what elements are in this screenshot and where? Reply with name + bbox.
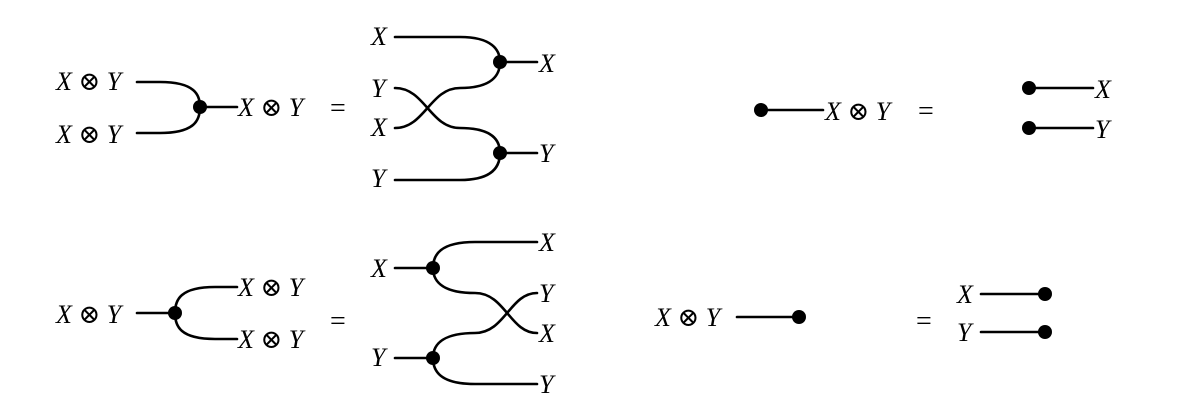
comult-lhs-node xyxy=(168,306,182,320)
mult-rhs-node-x xyxy=(493,55,507,69)
comult-rhs-output-y2: Y xyxy=(539,370,556,399)
comult-lhs-output-top: X ⊗ Y xyxy=(237,273,306,302)
comult-rhs-output-x1: X xyxy=(538,228,556,257)
diagram-unit: X ⊗ Y = X Y xyxy=(754,75,1112,144)
comult-rhs-node-x xyxy=(426,261,440,275)
comult-rhs-node-y xyxy=(426,351,440,365)
comult-rhs-wire-x-straight xyxy=(431,240,539,270)
comult-lhs-output-bottom: X ⊗ Y xyxy=(237,325,306,354)
unit-rhs: X Y xyxy=(1022,75,1112,144)
counit-equals: = xyxy=(916,306,932,337)
mult-lhs-output: X ⊗ Y xyxy=(237,93,306,122)
unit-lhs: X ⊗ Y xyxy=(754,97,893,126)
comult-lhs-wire-top xyxy=(173,285,239,315)
counit-rhs-node-x xyxy=(1038,287,1052,301)
unit-rhs-output-x: X xyxy=(1094,75,1112,104)
mult-rhs-input-x1: X xyxy=(370,22,388,51)
mult-lhs-input-top: X ⊗ Y xyxy=(55,67,124,96)
counit-lhs: X ⊗ Y xyxy=(654,303,806,332)
mult-lhs: X ⊗ Y X ⊗ Y X ⊗ Y xyxy=(55,67,306,149)
comult-rhs-input-y: Y xyxy=(371,343,388,372)
mult-rhs-input-y2: Y xyxy=(371,164,388,193)
diagram-comultiplication: X ⊗ Y X ⊗ Y X ⊗ Y = X Y X Y X Y xyxy=(55,228,556,399)
diagram-multiplication: X ⊗ Y X ⊗ Y X ⊗ Y = X Y X Y X Y xyxy=(55,22,556,193)
comult-rhs-input-x: X xyxy=(370,254,388,283)
mult-rhs-wire-x-cross xyxy=(393,60,502,130)
comult-equals: = xyxy=(330,306,346,337)
comult-rhs-wire-x-cross xyxy=(431,266,539,335)
counit-lhs-node xyxy=(792,310,806,324)
mult-rhs-output-y: Y xyxy=(539,139,556,168)
comult-rhs-wire-y-cross xyxy=(431,291,539,360)
mult-lhs-wire-bottom xyxy=(135,105,202,135)
counit-rhs-input-y: Y xyxy=(957,318,974,347)
counit-lhs-input: X ⊗ Y xyxy=(654,303,723,332)
comult-lhs: X ⊗ Y X ⊗ Y X ⊗ Y xyxy=(55,273,306,354)
counit-rhs: X Y xyxy=(956,280,1052,347)
comult-lhs-wire-bottom xyxy=(173,311,239,341)
mult-rhs: X Y X Y X Y xyxy=(370,22,556,193)
mult-rhs-input-x2: X xyxy=(370,113,388,142)
comult-rhs-wire-y-straight xyxy=(431,356,539,386)
comult-rhs-output-y1: Y xyxy=(539,279,556,308)
mult-rhs-node-y xyxy=(493,146,507,160)
mult-rhs-wire-x-straight xyxy=(393,35,502,64)
unit-rhs-output-y: Y xyxy=(1095,115,1112,144)
counit-rhs-node-y xyxy=(1038,325,1052,339)
mult-lhs-node xyxy=(193,100,207,114)
mult-rhs-wire-y-cross xyxy=(393,86,502,155)
counit-rhs-input-x: X xyxy=(956,280,974,309)
unit-equals: = xyxy=(918,96,934,127)
mult-rhs-input-y1: Y xyxy=(371,74,388,103)
unit-lhs-output: X ⊗ Y xyxy=(824,97,893,126)
comult-lhs-input: X ⊗ Y xyxy=(55,300,124,329)
comult-rhs: X Y X Y X Y xyxy=(370,228,556,399)
mult-lhs-wire-top xyxy=(135,80,202,109)
comult-rhs-output-x2: X xyxy=(538,319,556,348)
mult-rhs-wire-y-straight xyxy=(393,151,502,182)
diagram-counit: X ⊗ Y = X Y xyxy=(654,280,1052,347)
mult-lhs-input-bottom: X ⊗ Y xyxy=(55,120,124,149)
mult-rhs-output-x: X xyxy=(538,49,556,78)
mult-equals: = xyxy=(330,93,346,124)
